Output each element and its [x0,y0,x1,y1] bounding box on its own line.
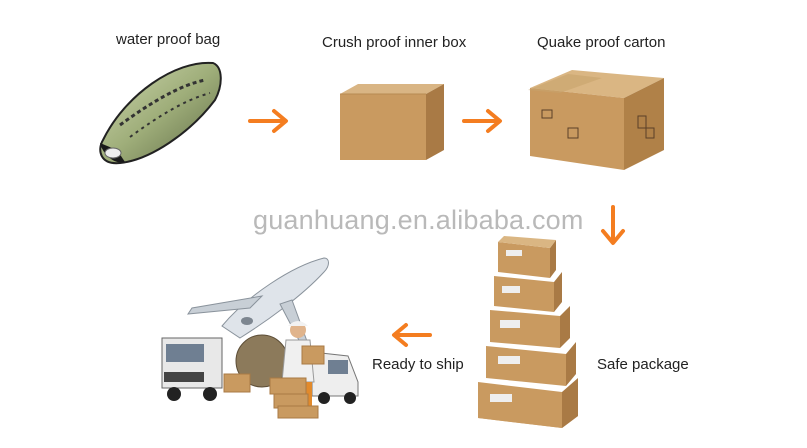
parcels-icon [224,374,318,418]
step1-label: water proof bag [116,31,220,48]
stack-image [470,236,582,431]
airplane-icon [188,258,329,346]
watermark-text: guanhuang.en.alibaba.com [253,205,584,236]
inner-box-image [336,80,448,165]
truck-icon [162,338,222,401]
arrow-right-icon [462,108,506,134]
step3-label: Quake proof carton [537,34,665,51]
step2-label: Crush proof inner box [322,34,466,51]
step5-label: Ready to ship [372,356,464,373]
arrow-right-icon [248,108,292,134]
carton-image [528,68,668,173]
arrow-down-icon [598,205,628,249]
arrow-left-icon [388,322,432,348]
bag-image [95,55,230,170]
step4-label: Safe package [597,356,689,373]
shipping-image [152,256,362,420]
